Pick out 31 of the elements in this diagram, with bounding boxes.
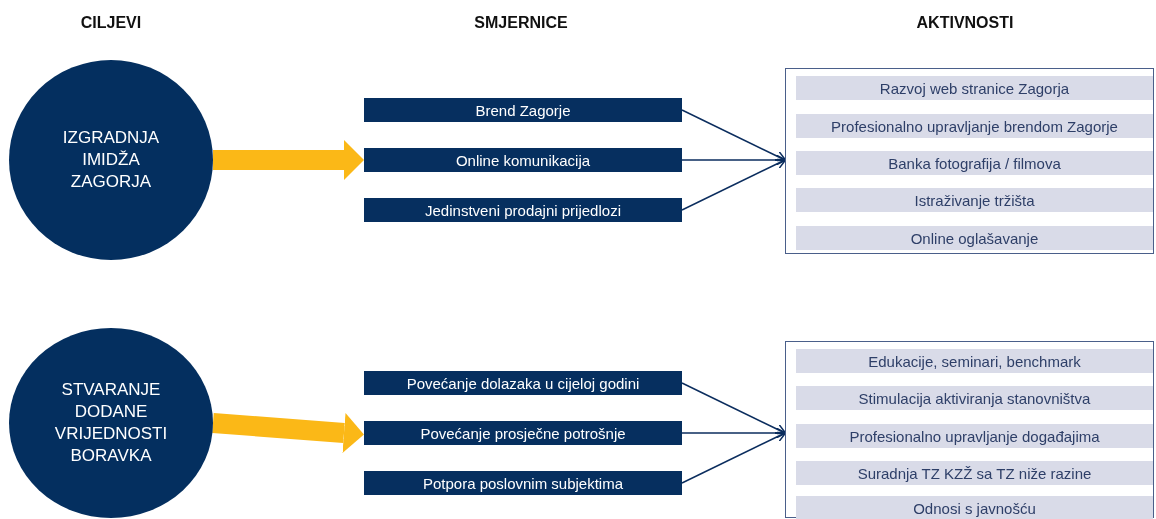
- connector-arrow: [681, 154, 787, 166]
- connector-arrow: [681, 427, 787, 439]
- activity-bar: Online oglašavanje: [796, 226, 1153, 250]
- guideline-bar: Povećanje prosječne potrošnje: [364, 421, 682, 445]
- activity-bar: Edukacije, seminari, benchmark: [796, 349, 1153, 373]
- activity-bar: Banka fotografija / filmova: [796, 151, 1153, 175]
- column-heading: SMJERNICE: [474, 14, 568, 32]
- goal-circle: STVARANJE DODANE VRIJEDNOSTI BORAVKA: [9, 328, 213, 518]
- guideline-bar: Online komunikacija: [364, 148, 682, 172]
- guideline-bar: Potpora poslovnim subjektima: [364, 471, 682, 495]
- column-heading: CILJEVI: [80, 14, 142, 32]
- guideline-bar: Povećanje dolazaka u cijeloj godini: [364, 371, 682, 395]
- activity-bar: Profesionalno upravljanje brendom Zagorje: [796, 114, 1153, 138]
- activities-panel: [785, 68, 1154, 254]
- block-arrow: [213, 140, 364, 180]
- activity-bar: Stimulacija aktiviranja stanovništva: [796, 386, 1153, 410]
- activities-panel: [785, 341, 1154, 518]
- guideline-bar: Brend Zagorje: [364, 98, 682, 122]
- block-arrow: [212, 413, 364, 453]
- activity-bar: Suradnja TZ KZŽ sa TZ niže razine: [796, 461, 1153, 485]
- activity-bar: Istraživanje tržišta: [796, 188, 1153, 212]
- connector-arrow: [681, 158, 787, 211]
- goal-circle: IZGRADNJA IMIDŽA ZAGORJA: [9, 60, 213, 260]
- column-heading: AKTIVNOSTI: [916, 14, 1014, 32]
- connector-arrow: [681, 431, 787, 484]
- activity-bar: Profesionalno upravljanje događajima: [796, 424, 1153, 448]
- connector-arrow: [681, 109, 787, 162]
- activity-bar: Razvoj web stranice Zagorja: [796, 76, 1153, 100]
- guideline-bar: Jedinstveni prodajni prijedlozi: [364, 198, 682, 222]
- activity-bar: Odnosi s javnošću: [796, 496, 1153, 519]
- connector-arrow: [681, 382, 787, 435]
